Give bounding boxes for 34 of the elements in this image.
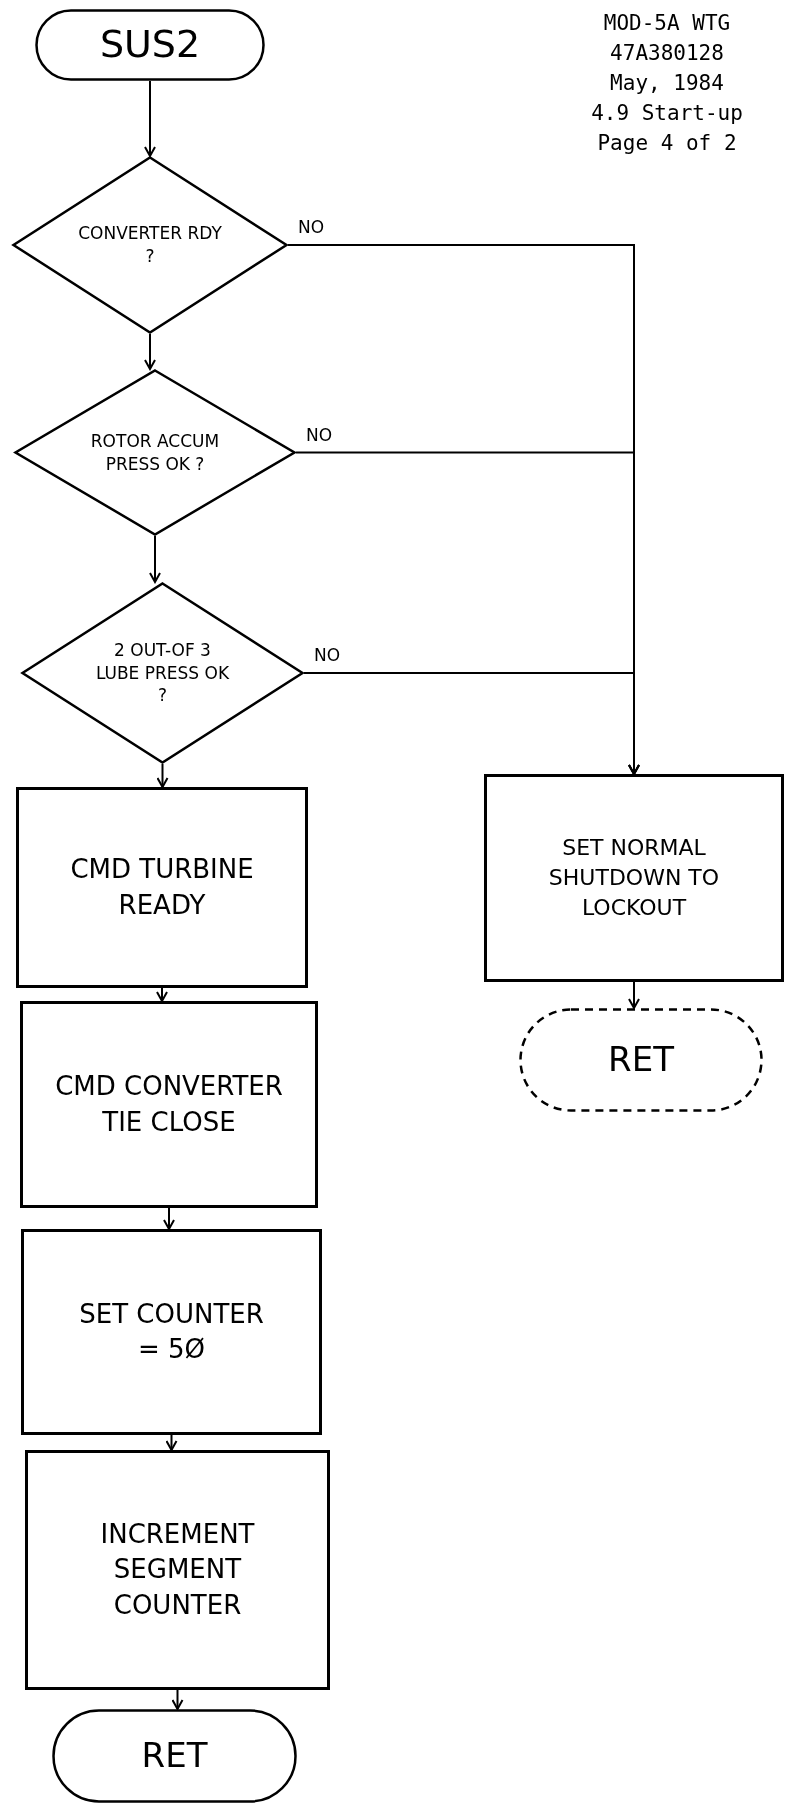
arrow	[303, 672, 640, 775]
arrow	[149, 535, 161, 583]
node-label: SET COUNTER = 5Ø	[78, 1297, 265, 1366]
node-label: CONVERTER RDY ?	[77, 222, 223, 268]
decision-diamond	[21, 582, 304, 764]
arrow	[163, 1207, 175, 1230]
node-label: RET	[608, 1038, 674, 1082]
node-label: SUS2	[99, 21, 201, 69]
header-text: Page 4 of 2	[596, 130, 738, 157]
process-box	[21, 1229, 322, 1435]
process-box	[25, 1450, 330, 1690]
arrow	[156, 987, 168, 1002]
node-label: SET NORMAL SHUTDOWN TO LOCKOUT	[547, 834, 721, 922]
process-box	[484, 774, 784, 982]
decision-diamond	[14, 369, 296, 536]
node-label: CMD TURBINE READY	[69, 853, 255, 922]
header-text: MOD-5A WTG	[602, 10, 732, 37]
arrow	[156, 763, 169, 788]
node-label: CMD CONVERTER TIE CLOSE	[54, 1070, 284, 1139]
arrow	[628, 981, 640, 1009]
arrow	[144, 333, 156, 370]
process-box	[16, 787, 308, 988]
node-label: RET	[141, 1734, 208, 1778]
header-text: 4.9 Start-up	[590, 100, 744, 127]
decision-diamond	[12, 156, 288, 334]
node-label: ROTOR ACCUM PRESS OK ?	[89, 429, 221, 476]
arrow	[171, 1689, 184, 1710]
process-box	[20, 1001, 318, 1208]
arrow	[165, 1434, 178, 1451]
arrow	[144, 80, 156, 157]
node-label: 2 OUT-OF 3 LUBE PRESS OK ?	[94, 638, 231, 708]
header-text: May, 1984	[609, 70, 725, 97]
node-label: INCREMENT SEGMENT COUNTER	[99, 1518, 256, 1622]
header-text: 47A380128	[609, 40, 725, 67]
